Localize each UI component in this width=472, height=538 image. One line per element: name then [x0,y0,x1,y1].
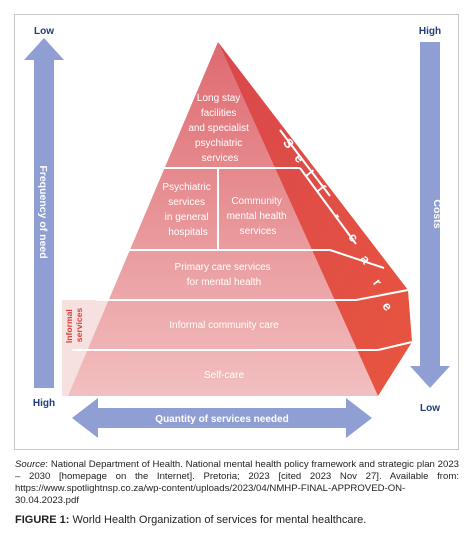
figure-caption-text: World Health Organization of services fo… [69,514,367,526]
level-primary-care: Primary care services for mental health [175,262,274,288]
left-top-label: Low [34,26,54,37]
right-top-label: High [419,26,441,37]
quantity-label: Quantity of services needed [155,414,288,425]
figure-label: FIGURE 1: [15,514,70,526]
costs-arrow [410,42,450,388]
figure-caption: FIGURE 1: World Health Organization of s… [15,514,465,526]
level-long-stay: Long stay facilities and specialist psyc… [188,93,251,164]
pyramid-front [68,42,378,396]
source-text: : National Department of Health. Nationa… [15,459,459,506]
level-community-services: Community mental health services [227,196,290,237]
informal-services-label: Informal services [64,307,84,343]
quantity-arrow [72,398,372,438]
right-bottom-label: Low [420,403,440,414]
figure-frame [14,14,459,450]
level-dividers [72,129,413,351]
level-self-care: Self-care [204,370,244,381]
pyramid-diagram: Low High Frequency of need High Low Cost… [24,26,450,438]
frequency-arrow [24,38,64,388]
frequency-label: Frequency of need [37,165,49,258]
level-psychiatric-hospitals: Psychiatric services in general hospital… [162,182,213,238]
level-informal-community-care: Informal community care [169,320,279,331]
costs-label: Costs [431,199,443,228]
source-note: Source: National Department of Health. N… [15,459,459,507]
source-label: Source [15,459,46,470]
self-care-side-face [218,42,412,396]
left-bottom-label: High [33,398,55,409]
